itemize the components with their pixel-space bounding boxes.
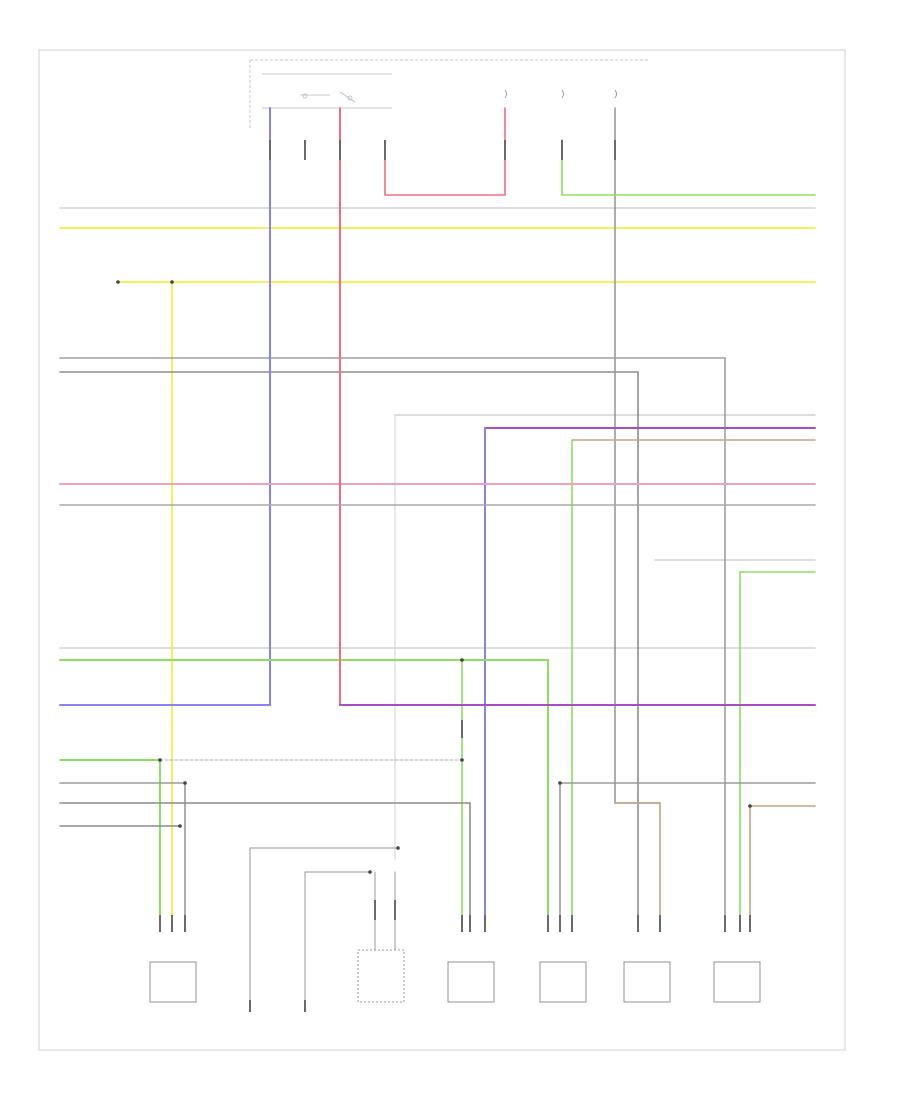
component-box-1 xyxy=(149,961,197,1003)
component-box-4 xyxy=(623,961,671,1003)
component-box-5 xyxy=(713,961,761,1003)
wire-green-1 xyxy=(561,139,816,196)
bottom-components xyxy=(149,949,761,1003)
wire-green-7 xyxy=(59,759,161,921)
wire-tan-1 xyxy=(614,802,661,921)
fuse-symbols xyxy=(504,89,617,99)
component-box-2 xyxy=(447,961,495,1003)
wire-red-2 xyxy=(384,107,506,196)
wire-gray-2 xyxy=(59,371,639,921)
wire-green-6 xyxy=(59,659,549,921)
wire-gray-8 xyxy=(59,802,471,921)
relay-box xyxy=(249,59,650,128)
wires xyxy=(59,107,816,1001)
wire-blue-2 xyxy=(59,107,271,706)
diagram-frame xyxy=(38,49,846,1051)
component-box-6 xyxy=(357,949,405,1003)
component-box-3 xyxy=(539,961,587,1003)
connector-marks xyxy=(159,140,751,1012)
terminal-dots xyxy=(116,280,752,874)
wire-gray-1 xyxy=(59,357,726,921)
